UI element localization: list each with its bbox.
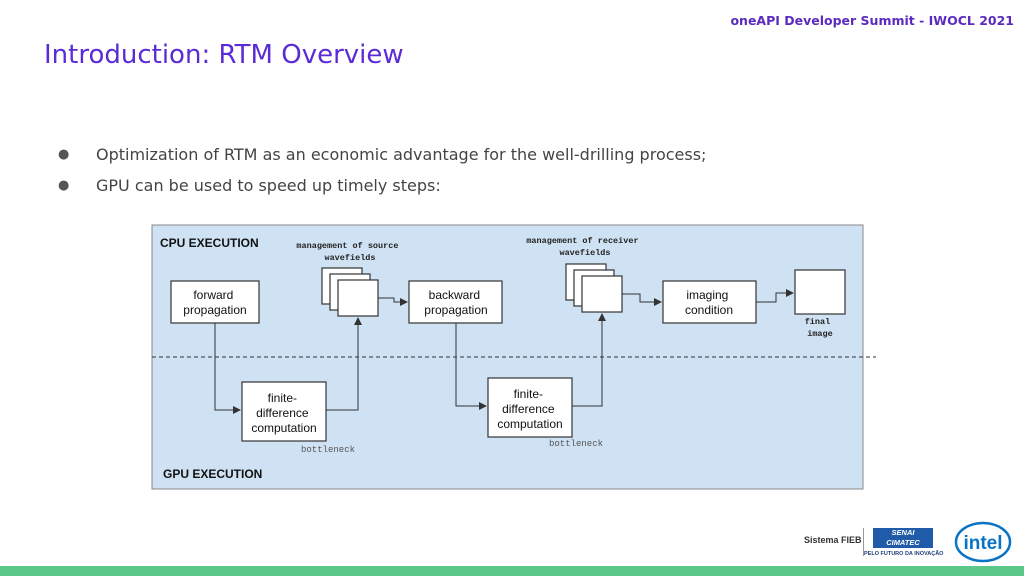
fd2-label: difference [502, 402, 555, 416]
imaging-condition-box [662, 280, 757, 324]
bullet-text: GPU can be used to speed up timely steps… [96, 176, 441, 195]
diagram-panel [151, 224, 864, 490]
senai-cimatec-logo: SENAI CIMATEC [873, 528, 933, 548]
bullet-dot-icon: ● [58, 147, 70, 162]
svg-text:management of receiver wav: management of receiver wavefields [526, 236, 643, 258]
receiver-mgmt-label: management of receiver [526, 236, 638, 246]
fd2-label: computation [497, 417, 562, 431]
logo-divider [863, 528, 864, 556]
forward-propagation-box [170, 280, 260, 324]
bottleneck-label-1: bottleneck [301, 445, 355, 455]
arrow-backward-to-fd2 [455, 323, 487, 410]
final-image-box [794, 269, 846, 315]
arrow-imaging-to-final [756, 289, 794, 303]
svg-text:finite- difference com: finite- difference computation [251, 391, 316, 435]
arrow-fd1-to-source [326, 317, 362, 411]
bottleneck-label-2: bottleneck [549, 439, 603, 449]
source-wavefields-stack [321, 267, 379, 317]
final-image-label: image [807, 329, 833, 339]
intel-logo-text: intel [963, 533, 1002, 554]
finite-difference-box-1 [241, 381, 327, 442]
source-mgmt-label: wavefields [324, 253, 375, 263]
forward-label: forward [193, 288, 233, 302]
bullet-item: ● GPU can be used to speed up timely step… [58, 175, 706, 206]
svg-text:forward propagation: forward propagation [183, 288, 246, 317]
imaging-label: condition [685, 303, 733, 317]
cimatec-line: CIMATEC [886, 538, 920, 547]
svg-text:management of source wavef: management of source wavefields [296, 241, 403, 263]
bottom-accent-bar [0, 566, 1024, 576]
backward-propagation-box [408, 280, 503, 324]
intel-logo-icon: intel [954, 521, 1012, 563]
receiver-wavefields-stack [565, 263, 623, 313]
summit-label: oneAPI Developer Summit - IWOCL 2021 [730, 13, 1014, 28]
backward-label: backward [429, 288, 480, 302]
senai-tagline: PELO FUTURO DA INOVAÇÃO [864, 551, 944, 557]
gpu-execution-label: GPU EXECUTION [163, 467, 262, 481]
arrow-source-to-backward [378, 297, 408, 306]
fd1-label: computation [251, 421, 316, 435]
connectors [214, 289, 794, 414]
bullet-text: Optimization of RTM as an economic advan… [96, 145, 707, 164]
bullet-dot-icon: ● [58, 178, 70, 193]
svg-text:finite- difference com: finite- difference computation [497, 387, 562, 431]
bullet-list: ● Optimization of RTM as an economic adva… [58, 144, 706, 206]
arrow-forward-to-fd1 [214, 323, 241, 414]
fd1-label: difference [256, 406, 309, 420]
sistema-fieb-logo: Sistema FIEB [804, 535, 862, 545]
final-image-label: final [805, 317, 831, 327]
svg-text:final image: final image [805, 317, 836, 339]
imaging-label: imaging [686, 288, 728, 302]
forward-label: propagation [183, 303, 246, 317]
senai-line: SENAI [891, 528, 915, 537]
slide-title: Introduction: RTM Overview [44, 40, 404, 70]
cpu-execution-label: CPU EXECUTION [160, 236, 259, 250]
arrow-fd2-to-receiver [572, 313, 606, 407]
arrow-receiver-to-imaging [622, 293, 662, 306]
bullet-item: ● Optimization of RTM as an economic adva… [58, 144, 706, 175]
receiver-mgmt-label: wavefields [559, 248, 610, 258]
svg-text:imaging condition: imaging condition [685, 288, 733, 317]
backward-label: propagation [424, 303, 487, 317]
footer-logos: Sistema FIEB SENAI CIMATEC PELO FUTURO D… [800, 520, 1020, 564]
svg-text:backward propagation: backward propagation [424, 288, 487, 317]
source-mgmt-label: management of source [296, 241, 398, 251]
fd1-label: finite- [268, 391, 297, 405]
finite-difference-box-2 [487, 377, 573, 438]
fd2-label: finite- [514, 387, 543, 401]
